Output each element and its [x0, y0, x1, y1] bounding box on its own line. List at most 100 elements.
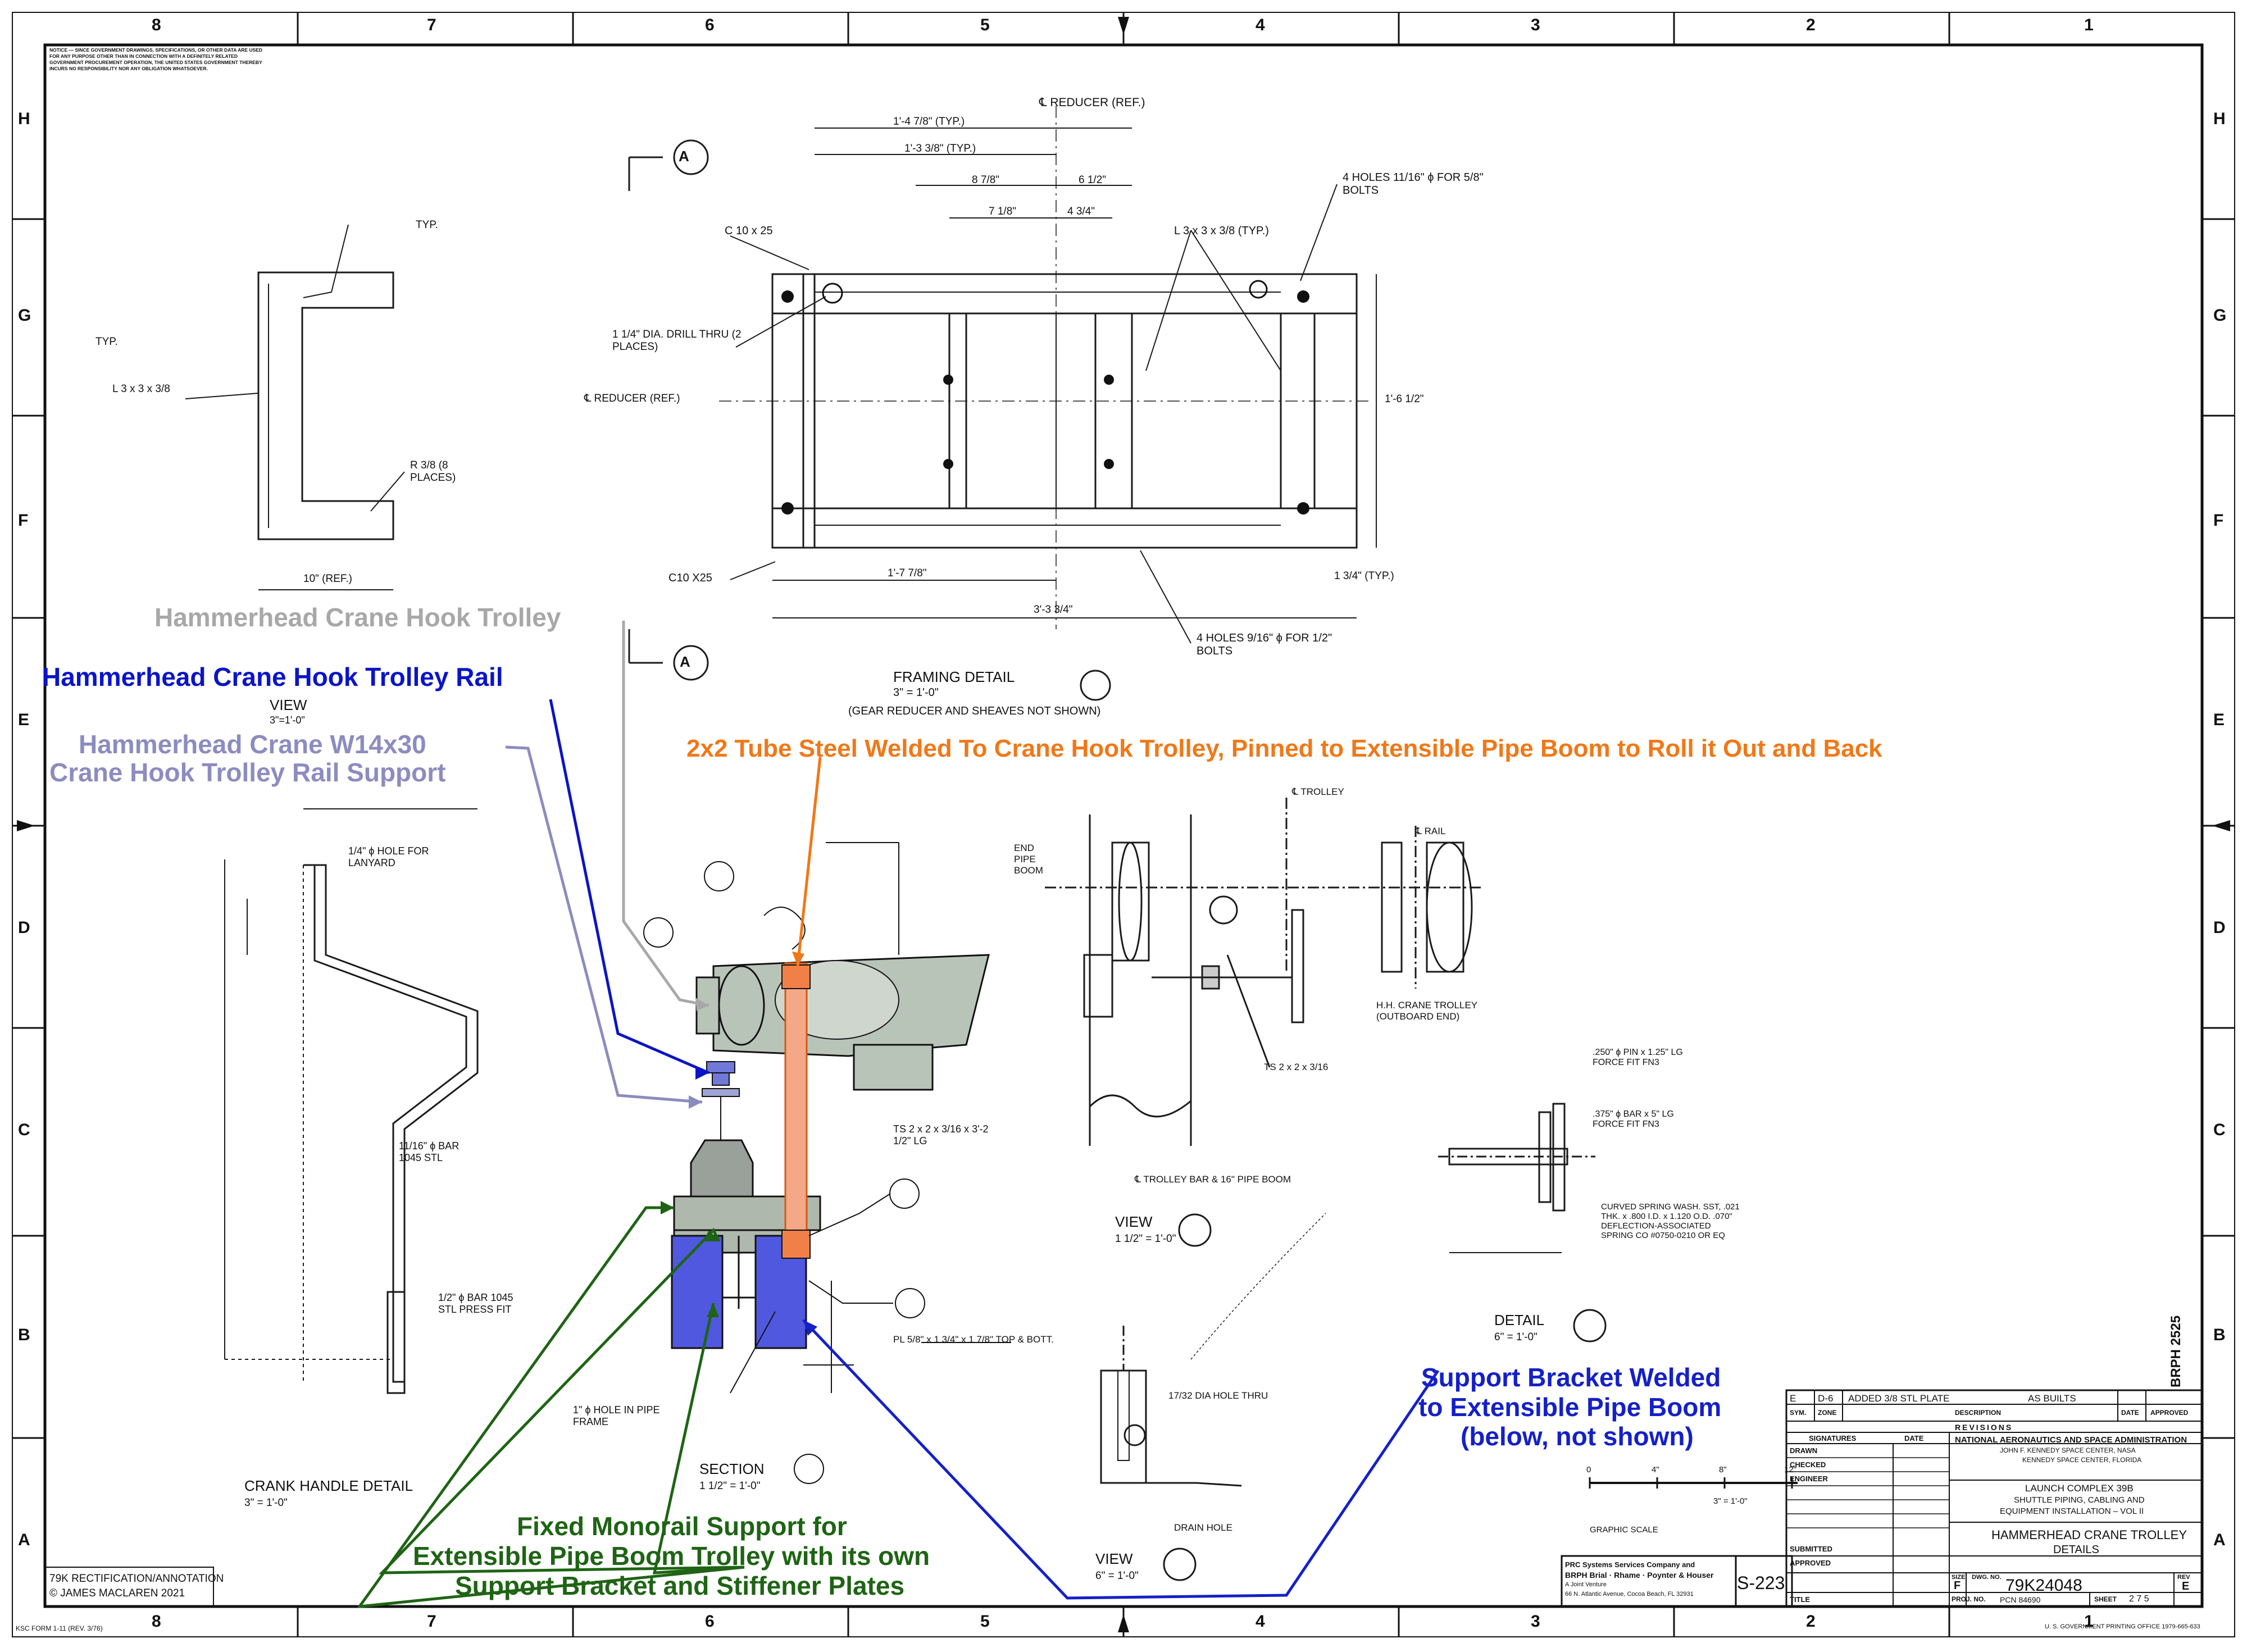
ksc-line2: KENNEDY SPACE CENTER, FLORIDA — [2022, 1456, 2142, 1464]
hh-trolley-label: H.H. CRANE TROLLEY (OUTBOARD END) — [1376, 1000, 1477, 1022]
framing-detail-title: FRAMING DETAIL — [893, 668, 1015, 685]
zone-col-3: 3 — [1531, 16, 1540, 34]
prc-line3: A Joint Venture — [1565, 1581, 1607, 1588]
zone-col-5-bottom: 5 — [980, 1612, 990, 1631]
zone-col-5: 5 — [980, 16, 990, 34]
dim-5: 7 1/8" — [989, 206, 1017, 217]
bar3-label: .375" ϕ BAR x 5" LG FORCE FIT FN3 — [1593, 1109, 1674, 1129]
zone-row-g: G — [18, 306, 31, 325]
project-line2: EQUIPMENT INSTALLATION – VOL II — [2000, 1507, 2144, 1516]
rev-header-date: DATE — [2121, 1409, 2139, 1417]
annotation-trolley: Hammerhead Crane Hook Trolley — [154, 603, 561, 632]
centering-arrows — [17, 17, 2230, 1632]
prc-line2: BRPH Brial · Rhame · Poynter & Houser — [1565, 1571, 1714, 1580]
detail-g-title: DETAIL — [1494, 1312, 1545, 1328]
crank-handle-scale: 3" = 1'-0" — [244, 1497, 288, 1509]
trolley-bar-label: ℄ TROLLEY BAR & 16" PIPE BOOM — [1135, 1174, 1291, 1185]
prc-line1: PRC Systems Services Company and — [1565, 1560, 1695, 1569]
radius-label: R 3/8 (8 PLACES) — [410, 459, 456, 484]
dim-10: 1 3/4" (TYP.) — [1334, 570, 1394, 582]
bar2-label: 1/2" ϕ BAR 1045 STL PRESS FIT — [438, 1292, 513, 1315]
drain-hole-label: DRAIN HOLE — [1174, 1522, 1232, 1533]
ksc-form-label: KSC FORM 1-11 (REV. 3/76) — [16, 1624, 103, 1632]
dim-6: 4 3/4" — [1067, 206, 1095, 217]
annotation-bracket-line3: (below, not shown) — [1461, 1422, 1694, 1451]
sheet-value: 2 7 5 — [2129, 1594, 2149, 1604]
size-value: F — [1954, 1580, 1961, 1592]
pcn-value: PCN 84690 — [2000, 1595, 2041, 1604]
brph-label: BRPH 2525 — [2168, 1315, 2184, 1387]
rev-zone: D-6 — [1818, 1393, 1834, 1404]
typ-label-2: TYP. — [95, 336, 118, 348]
project-line1: SHUTTLE PIPING, CABLING AND — [2014, 1495, 2145, 1505]
sheet-label: SHEET — [2094, 1595, 2117, 1603]
scale-tick-4: 4" — [1652, 1465, 1659, 1474]
section-d-drawing — [643, 842, 1011, 1484]
lanyard-label: 1/4" ϕ HOLE FOR LANYARD — [348, 845, 429, 868]
size-label: SIZE — [1952, 1574, 1966, 1581]
annotation-tube-steel: 2x2 Tube Steel Welded To Crane Hook Trol… — [686, 735, 1882, 762]
revisions-label: REVISIONS — [1955, 1423, 2013, 1432]
checked-label: CHECKED — [1790, 1460, 1826, 1469]
graphic-scale-label: GRAPHIC SCALE — [1590, 1525, 1658, 1535]
crank-handle-detail — [224, 808, 479, 1394]
framing-detail-note: (GEAR REDUCER AND SHEAVES NOT SHOWN) — [848, 705, 1101, 717]
annotation-support-line2: Crane Hook Trolley Rail Support — [49, 758, 446, 787]
zone-row-h: H — [18, 110, 30, 128]
zone-col-7-bottom: 7 — [427, 1612, 436, 1631]
zone-row-h-right: H — [2213, 110, 2226, 128]
rev-value: E — [2182, 1580, 2190, 1592]
scale-note: 3" = 1'-0" — [1713, 1496, 1748, 1506]
submitted-label: SUBMITTED — [1790, 1545, 1832, 1553]
title-label: TITLE — [1790, 1595, 1811, 1604]
view-f-drawing — [1100, 1213, 1326, 1581]
dim-8: 3'-3 3/4" — [1034, 604, 1073, 616]
zone-col-2-bottom: 2 — [1806, 1612, 1816, 1631]
drawn-label: DRAWN — [1790, 1446, 1818, 1455]
ts2-label: TS 2 x 2 x 3/16 — [1264, 1062, 1329, 1072]
angle-label: L 3 x 3 x 3/8 (TYP.) — [1174, 225, 1269, 237]
tube-steel — [784, 962, 808, 1257]
section-d-scale: 1 1/2" = 1'-0" — [699, 1480, 761, 1492]
zone-row-a: A — [18, 1531, 30, 1549]
framing-detail-drawing — [628, 106, 1377, 701]
view-f-title: VIEW — [1095, 1550, 1133, 1567]
approved-label: APPROVED — [1790, 1559, 1831, 1567]
zone-row-a-right: A — [2213, 1531, 2226, 1549]
zone-col-8-bottom: 8 — [152, 1612, 161, 1631]
launch-complex: LAUNCH COMPLEX 39B — [2025, 1483, 2134, 1494]
zone-col-6-bottom: 6 — [705, 1612, 715, 1631]
rev-sym: E — [1790, 1393, 1796, 1404]
dim-7: 1'-7 7/8" — [888, 567, 927, 579]
detail-g-drawing — [1438, 1103, 1607, 1342]
s223-label: S-223 — [1737, 1573, 1785, 1593]
holes-bottom-label: 4 HOLES 9/16" ϕ FOR 1/2" BOLTS — [1197, 632, 1332, 657]
rail-center-label: ℄ RAIL — [1416, 826, 1446, 836]
zone-col-6: 6 — [705, 16, 715, 34]
annotation-fixed-line1: Fixed Monorail Support for — [517, 1512, 847, 1541]
zone-row-g-right: G — [2213, 306, 2227, 325]
c10x25-bottom-label: C10 X25 — [668, 572, 712, 584]
view-a-scale: 3"=1'-0" — [270, 714, 305, 726]
zone-col-8: 8 — [152, 16, 161, 34]
end-pipe-label: END PIPE BOOM — [1014, 843, 1043, 876]
detail-g-scale: 6" = 1'-0" — [1494, 1331, 1538, 1343]
government-notice: NOTICE — SINCE GOVERNMENT DRAWINGS, SPEC… — [49, 47, 263, 71]
rev-description: ADDED 3/8 STL PLATE — [1848, 1393, 1950, 1404]
ksc-line1: JOHN F. KENNEDY SPACE CENTER, NASA — [2000, 1446, 2136, 1454]
annotation-bracket-line1: Support Bracket Welded — [1421, 1363, 1721, 1392]
rev-header-approved: APPROVED — [2150, 1409, 2189, 1417]
view-e-scale: 1 1/2" = 1'-0" — [1115, 1233, 1176, 1245]
zone-row-c: C — [18, 1121, 30, 1139]
zone-row-b-right: B — [2213, 1326, 2226, 1344]
zone-row-e: E — [18, 711, 30, 729]
spring-label: CURVED SPRING WASH. SST, .021 THK. x .80… — [1601, 1202, 1740, 1240]
annotation-fixed-line2: Extensible Pipe Boom Trolley with its ow… — [413, 1541, 930, 1571]
rev-label: REV — [2177, 1574, 2190, 1581]
trolley-center-label: ℄ TROLLEY — [1292, 786, 1344, 797]
zone-col-1-bottom: 1 — [2084, 1612, 2094, 1631]
scale-tick-8: 8" — [1719, 1465, 1727, 1474]
dim-2: 1'-3 3/8" (TYP.) — [904, 143, 976, 154]
view-f-scale: 6" = 1'-0" — [1095, 1570, 1139, 1582]
